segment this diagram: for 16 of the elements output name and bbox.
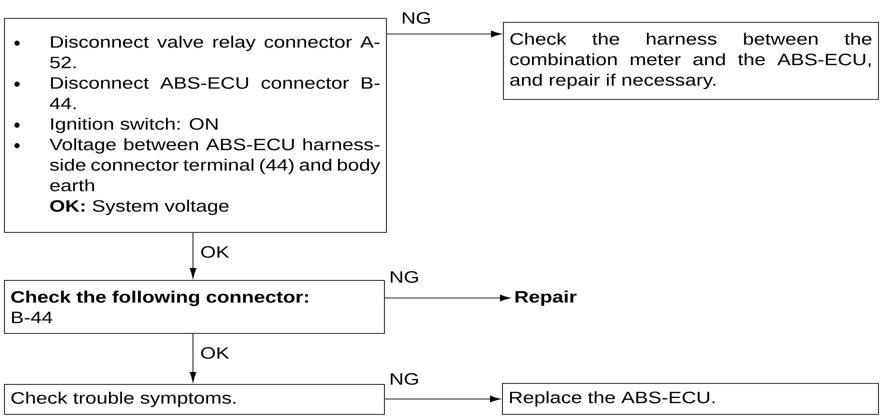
edge-label: NG <box>388 270 420 284</box>
process-box: Check the harness between the combination meter and the ABS-ECU, and repair if necessary. <box>503 22 879 100</box>
edge-label: NG <box>388 372 420 386</box>
arrow <box>384 294 510 302</box>
edge-label: OK <box>199 346 230 360</box>
edge-label: NG <box>400 11 432 25</box>
process-box: Check the following connector: B-44 <box>4 280 385 334</box>
process-box: Replace the ABS-ECU. <box>502 383 879 415</box>
edge-label: OK <box>199 245 230 259</box>
process-box: Disconnect valve relay connector A-52. Disconnect ABS-ECU connector B-44. Ignition switch: ON Voltage between ABS-ECU harness-side connector terminal (44) and body earth OK: System voltage <box>4 18 387 233</box>
arrow <box>386 30 502 38</box>
arrow <box>384 396 500 402</box>
result-text: Repair <box>516 290 577 306</box>
process-box: Check trouble symptoms. <box>4 384 385 415</box>
arrow <box>190 232 196 278</box>
arrow <box>190 333 196 382</box>
